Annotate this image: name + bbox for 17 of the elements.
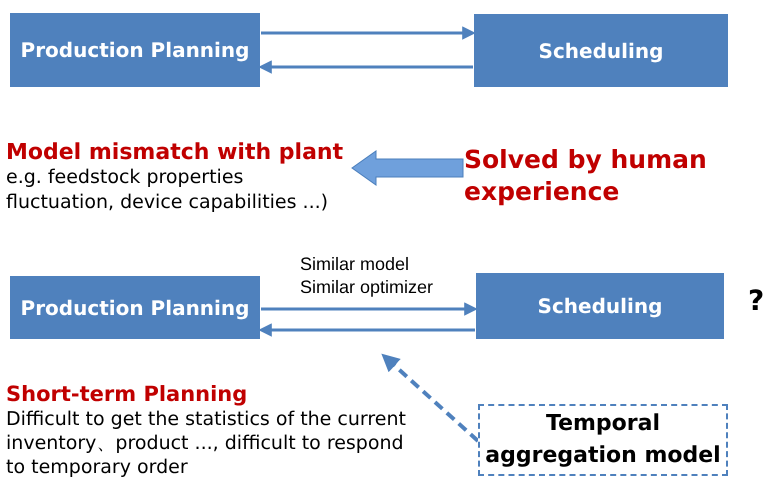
dashed-arrow xyxy=(381,354,480,442)
dashed-box: Temporal aggregation model xyxy=(478,404,728,476)
body-text: e.g. feedstock properties fluctuation, device capabilities ...) xyxy=(6,165,330,215)
arrow xyxy=(261,302,478,316)
process-box: Production Planning xyxy=(10,276,260,339)
note-text: Solved by human experience xyxy=(464,144,714,208)
question-mark: ? xyxy=(748,284,764,317)
arrow xyxy=(258,60,473,74)
arrow xyxy=(258,323,475,337)
heading-text: Model mismatch with plant xyxy=(6,140,344,165)
block-arrow xyxy=(351,150,464,186)
process-box: Scheduling xyxy=(476,273,724,339)
process-box: Production Planning xyxy=(10,13,260,87)
process-box: Scheduling xyxy=(474,14,728,87)
heading-text: Short-term Planning xyxy=(6,382,248,406)
body-text: Difficult to get the statistics of the current inventory、product ..., difficult to respond to temporary order xyxy=(6,407,407,479)
arrow xyxy=(261,26,476,40)
